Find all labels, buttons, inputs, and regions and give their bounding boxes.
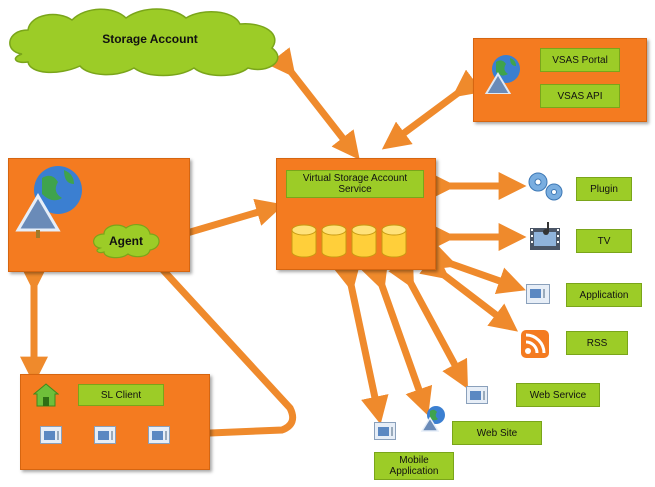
globe-icon [420,406,445,432]
home-icon [33,383,59,407]
window-icon [40,426,62,444]
web-site-node: Web Site [452,421,542,445]
rss-icon [521,330,549,358]
window-icon [94,426,116,444]
window-icon [374,422,396,440]
film-icon [530,222,560,250]
vsas-service-node: Virtual Storage Account Service [286,170,424,198]
plugin-node: Plugin [576,177,632,201]
web-service-node: Web Service [516,383,600,407]
storage-account-cloud [9,8,279,77]
globe-icon [15,166,82,238]
sl-client-node: SL Client [78,384,164,406]
window-icon [466,386,488,404]
agent-label: Agent [109,234,143,248]
agent-cloud [93,224,160,259]
arrow-storage-service [267,47,360,160]
arrow-portal-service [381,69,483,150]
tv-node: TV [576,229,632,253]
rss-node: RSS [566,331,628,355]
vsas-api-node: VSAS API [540,84,620,108]
window-icon [526,284,550,304]
application-node: Application [566,283,642,307]
arrow-service-mobile [333,262,389,425]
mobile-application-node: Mobile Application [374,452,454,480]
database-icon [291,224,407,258]
gears-icon [528,172,563,201]
globe-icon [484,55,520,94]
vsas-portal-node: VSAS Portal [540,48,620,72]
arrow-service-webservice [388,257,468,390]
storage-account-label: Storage Account [102,32,198,46]
arrow-agent-slclient-loop [149,255,297,438]
window-icon [148,426,170,444]
